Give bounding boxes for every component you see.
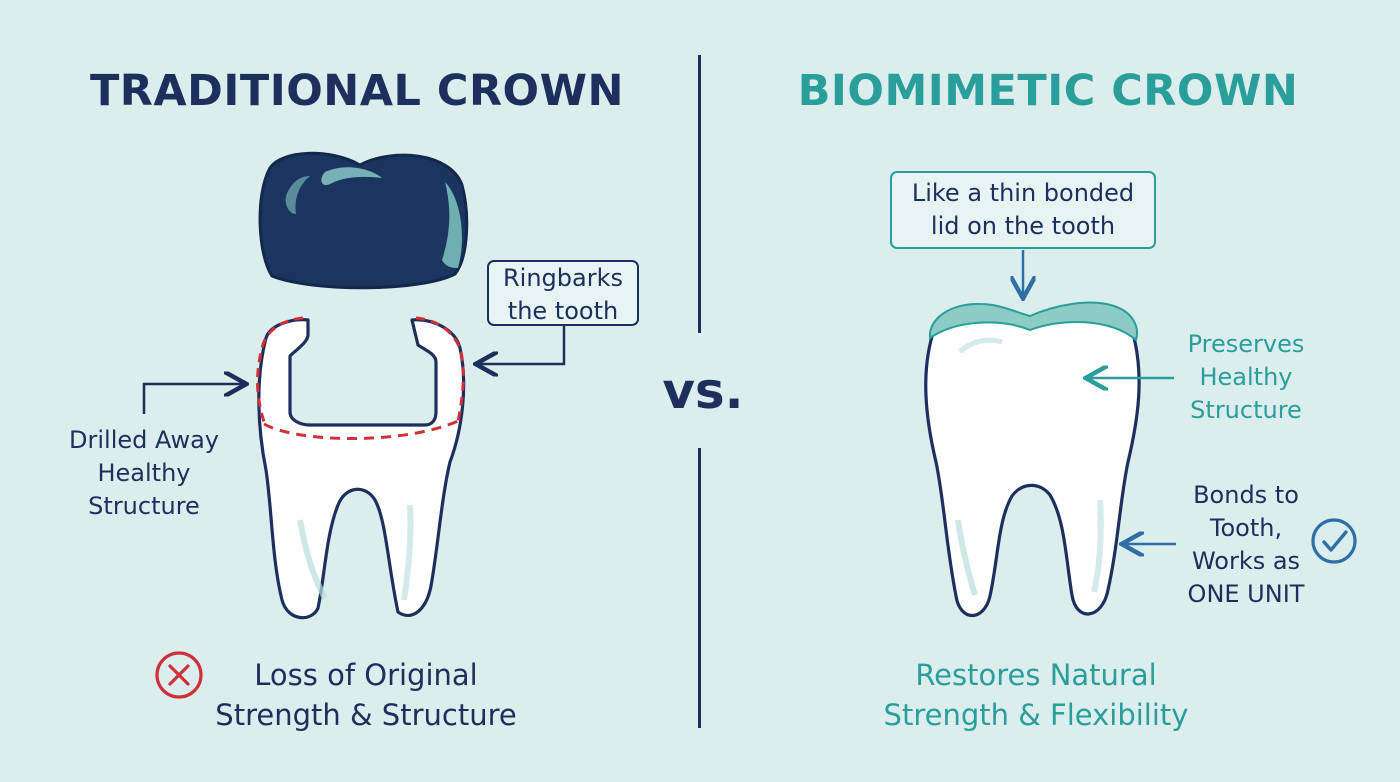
crown-cap-icon: [258, 151, 469, 290]
ringbarks-arrow: [478, 326, 566, 364]
preserves-structure-label: Preserves Healthy Structure: [1187, 330, 1305, 424]
thin-lid-callout: Like a thin bonded lid on the tooth: [890, 171, 1156, 249]
x-circle-icon: [155, 651, 203, 699]
biomimetic-tooth-icon: [924, 301, 1141, 617]
prepared-tooth-icon: [256, 316, 466, 620]
drilled-away-label: Drilled Away Healthy Structure: [69, 426, 219, 520]
drilled-away-arrow: [142, 384, 244, 414]
traditional-result-label: Loss of Original Strength & Structure: [215, 658, 517, 732]
biomimetic-crown-title: BIOMIMETIC CROWN: [797, 66, 1299, 116]
ringbarks-callout: Ringbarks the tooth: [487, 260, 639, 326]
divider-top: [698, 55, 701, 333]
bonds-to-tooth-label: Bonds to Tooth, Works as ONE UNIT: [1187, 481, 1305, 608]
vs-label: vs.: [662, 362, 744, 420]
traditional-crown-title: TRADITIONAL CROWN: [89, 66, 625, 116]
biomimetic-result-label: Restores Natural Strength & Flexibility: [883, 658, 1189, 732]
divider-bottom: [698, 448, 701, 728]
check-circle-icon: [1311, 518, 1357, 564]
